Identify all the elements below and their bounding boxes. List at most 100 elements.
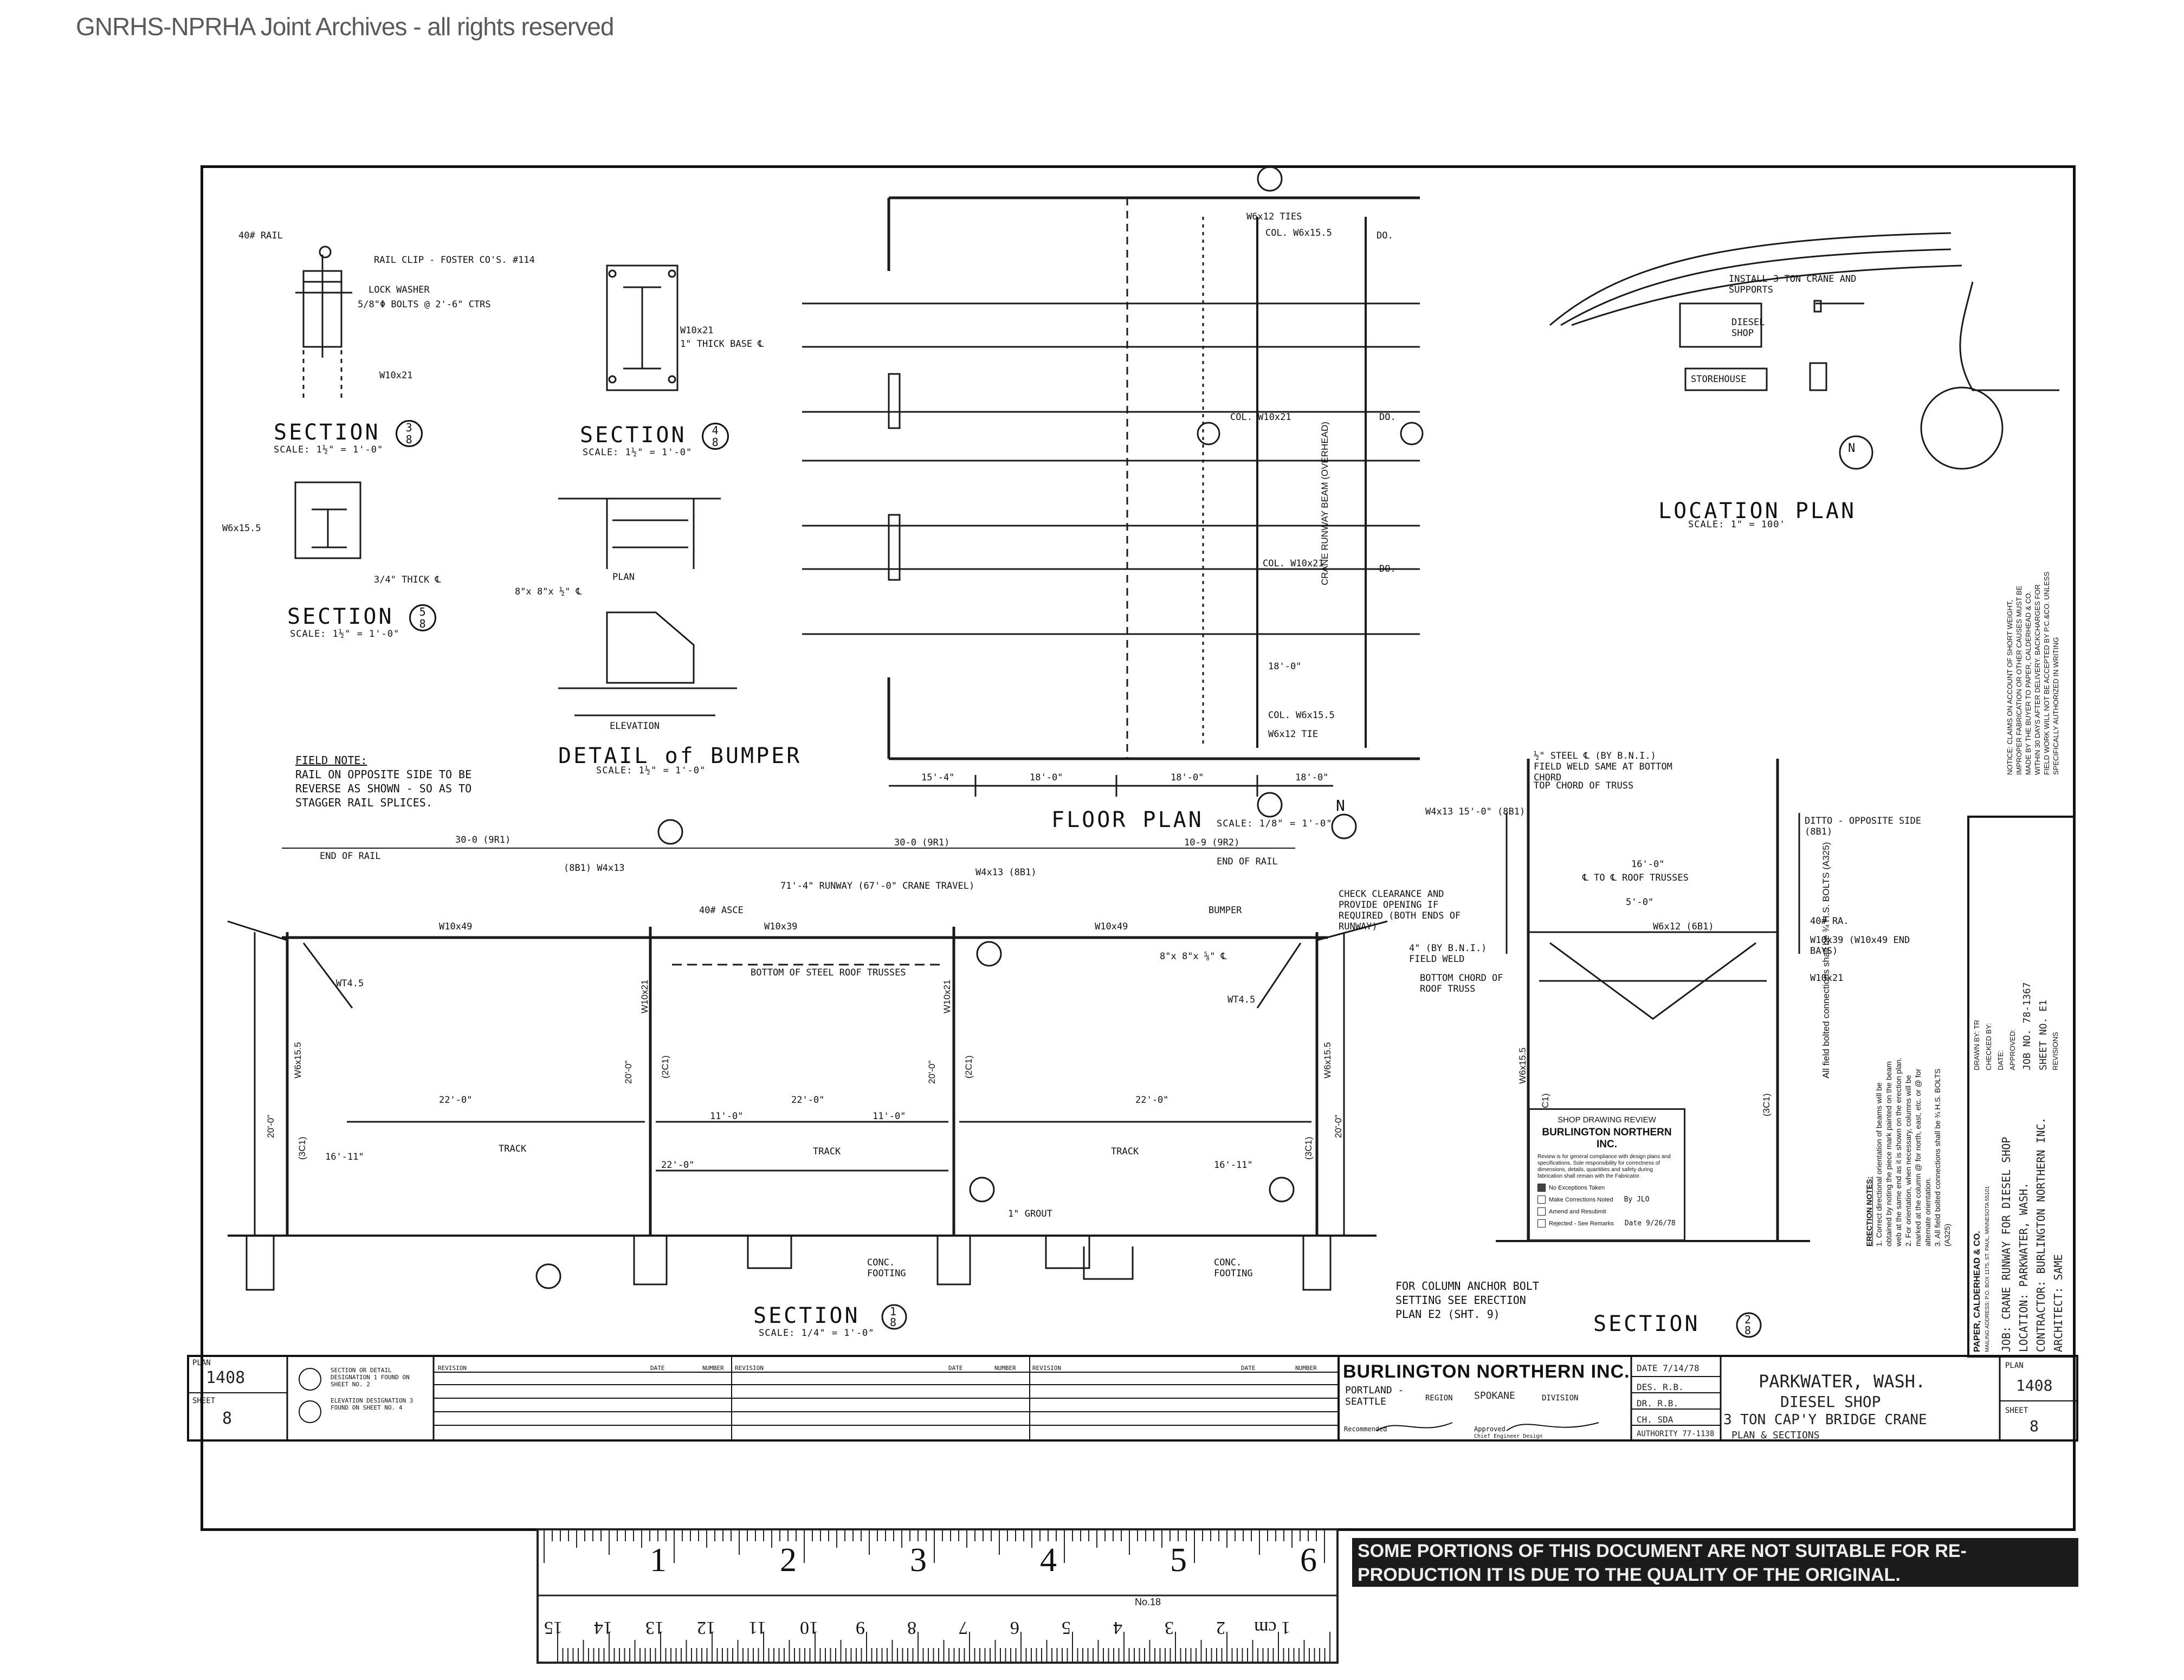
fp-dim-4: 18'-0": [1295, 772, 1329, 783]
fp-dim-2: 18'-0": [1030, 772, 1063, 783]
s1-footing-left: CONC. FOOTING: [867, 1257, 906, 1279]
sec5-scale: SCALE: 1½" = 1'-0": [290, 629, 400, 639]
tb-date-h2: DATE: [948, 1365, 963, 1372]
s1-height-2: 20'-0": [623, 1060, 634, 1084]
reproduction-warning: SOME PORTIONS OF THIS DOCUMENT ARE NOT S…: [1352, 1538, 2078, 1587]
ruler-cm-13: 13: [645, 1618, 664, 1638]
tb-designer: DES. R.B.: [1637, 1382, 1684, 1392]
s2-rail: 40# RA.: [1810, 916, 1849, 927]
ruler-cm-8: 8: [907, 1618, 916, 1638]
ruler-cm-5: 5: [1062, 1618, 1071, 1638]
erection-note-2: 2. For orientation, when necessary, colu…: [1904, 1068, 1932, 1246]
ruler-cm-10: 10: [800, 1618, 818, 1638]
tb-title-4: PLAN & SECTIONS: [1731, 1430, 1820, 1441]
erection-note-3: 3. All field bolted connections shall be…: [1933, 1068, 1952, 1246]
checkbox-icon: [1537, 1219, 1546, 1227]
tb-revision-h1: REVISION: [438, 1365, 467, 1372]
s1-col-size-4: W6x15.5: [1322, 1042, 1333, 1078]
sec3-scale: SCALE: 1½" = 1'-0": [274, 444, 384, 455]
s1-footing-right: CONC. FOOTING: [1214, 1257, 1253, 1279]
fab-checked: CHECKED BY:: [1985, 1023, 1993, 1070]
s2-span: 16'-0": [1631, 859, 1665, 870]
ruler-cm-14: 14: [594, 1618, 612, 1638]
s2-top-chord: TOP CHORD OF TRUSS: [1534, 780, 1634, 791]
field-note-text: RAIL ON OPPOSITE SIDE TO BE REVERSE AS S…: [295, 768, 472, 809]
tb-legend-2: ELEVATION DESIGNATION 3 FOUND ON SHEET N…: [331, 1397, 413, 1411]
bumper-detail: [558, 497, 737, 716]
erection-notes-head: ERECTION NOTES:: [1865, 1176, 1873, 1246]
fabricator-location: LOCATION: PARKWATER, WASH.: [2017, 1182, 2030, 1352]
bumper-plate-label: 8"x 8"x ½" ℄: [515, 586, 582, 597]
tb-number-h2: NUMBER: [994, 1365, 1016, 1372]
location-plan-drawing: [1549, 232, 2059, 470]
measurement-ruler: 1 2 3 4 5 6 No.18 1 cm 2 3 4 5 6 7 8 9 1…: [537, 1528, 1339, 1664]
s1-track-2: TRACK: [813, 1146, 841, 1157]
tb-sheet-2: 8: [2030, 1417, 2039, 1435]
fp-col-label-2: COL. W10x21: [1263, 558, 1324, 569]
s1-col-mark-1: (3C1): [297, 1136, 307, 1160]
tb-revision-h3: REVISION: [1032, 1365, 1061, 1372]
loc-install-label: INSTALL 3 TON CRANE AND SUPPORTS: [1729, 274, 1857, 295]
floor-plan-drawing: [802, 166, 1424, 839]
s2-half: 5'-0": [1626, 897, 1654, 908]
fp-dim-5: 18'-0": [1268, 661, 1302, 672]
erection-note-1: 1. Correct directional orientation of be…: [1875, 1057, 1903, 1246]
ruler-cm-6: 6: [1010, 1618, 1019, 1638]
stamp-text: Review is for general compliance with de…: [1537, 1154, 1671, 1179]
s2-w4-label: W4x13 15'-0" (8B1): [1425, 806, 1526, 817]
sec5-thick-label: 3/4" THICK ℄: [374, 574, 441, 585]
tb-date-h3: DATE: [1241, 1365, 1256, 1372]
fabricator-notice: NOTICE: CLAIMS ON ACCOUNT OF SHORT WEIGH…: [2006, 571, 2060, 775]
s1-track-3: TRACK: [1111, 1146, 1139, 1157]
fp-runway-label: CRANE RUNWAY BEAM (OVERHEAD): [1320, 422, 1330, 585]
ruler-cm-7: 7: [959, 1618, 968, 1638]
checkbox-checked-icon: [1537, 1184, 1546, 1192]
ruler-cm-3: 3: [1165, 1618, 1174, 1638]
ruler-inch-2: 2: [780, 1542, 797, 1579]
tb-number-h3: NUMBER: [1295, 1365, 1317, 1372]
fp-do-2: DO.: [1379, 412, 1396, 423]
s2-ctc: ℄ TO ℄ ROOF TRUSSES: [1582, 873, 1689, 883]
tb-plan: 1408: [206, 1368, 245, 1387]
fp-col-label-4: COL. W6x15.5: [1268, 710, 1335, 721]
floor-plan-title: FLOOR PLAN: [1051, 807, 1204, 832]
s1-wt-right: WT4.5: [1227, 994, 1256, 1005]
ruler-cm-2: 2: [1216, 1618, 1225, 1638]
bumper-scale: SCALE: 1½" = 1'-0": [596, 765, 706, 776]
fabricator-address: MAILING ADDRESS: P.O. BOX 1175, ST. PAUL…: [1985, 1186, 1991, 1352]
sec3-washer-label: LOCK WASHER: [369, 285, 430, 295]
s1-top-dim-3: 10-9 (9R2): [1184, 837, 1240, 848]
fab-revisions: REVISIONS: [2051, 1032, 2059, 1070]
s1-span-6: 22'-0": [1135, 1095, 1169, 1106]
fab-sheet-no: SHEET NO. E1: [2038, 999, 2049, 1070]
tb-recommended: Recommended: [1344, 1425, 1387, 1433]
s1-beam-3: W10x49: [1095, 921, 1128, 932]
ruler-cm-4: 4: [1113, 1618, 1122, 1638]
s1-span-4: 11'-0": [710, 1111, 744, 1122]
s1-top-dim-1: 30-0 (9R1): [455, 835, 511, 845]
location-plan-title: LOCATION PLAN: [1658, 499, 1857, 524]
s1-col-mark-2: (2C1): [660, 1055, 670, 1078]
sec4-beam-label: W10x21: [680, 325, 714, 336]
ruler-inch-5: 5: [1170, 1542, 1187, 1579]
loc-north-icon: N: [1848, 442, 1856, 455]
sec3-beam-label: W10x21: [379, 370, 413, 381]
checkbox-icon: [1537, 1196, 1546, 1204]
tb-date-value: DATE 7/14/78: [1637, 1363, 1700, 1373]
s2-w1021: W10x21: [1810, 973, 1844, 984]
section-5-detail: [294, 481, 361, 559]
s1-span-3: 22'-0": [661, 1160, 695, 1171]
s1-bottom-trusses: BOTTOM OF STEEL ROOF TRUSSES: [751, 967, 906, 978]
fabricator-contractor: CONTRACTOR: BURLINGTON NORTHERN INC.: [2034, 1117, 2047, 1352]
north-arrow-icon: N: [1336, 797, 1345, 815]
ruler-brand: No.18: [1135, 1597, 1161, 1607]
fab-job-no: JOB NO. 78-1367: [2021, 982, 2033, 1070]
s1-w413-left: (8B1) W4x13: [564, 863, 625, 874]
s2-w612: W6x12 (6B1): [1653, 921, 1714, 932]
s1-small-2: 16'-11": [1214, 1160, 1253, 1171]
stamp-option-3: Amend and Resubmit: [1537, 1207, 1676, 1216]
s2-ditto: DITTO - OPPOSITE SIDE (8B1): [1805, 816, 1921, 837]
